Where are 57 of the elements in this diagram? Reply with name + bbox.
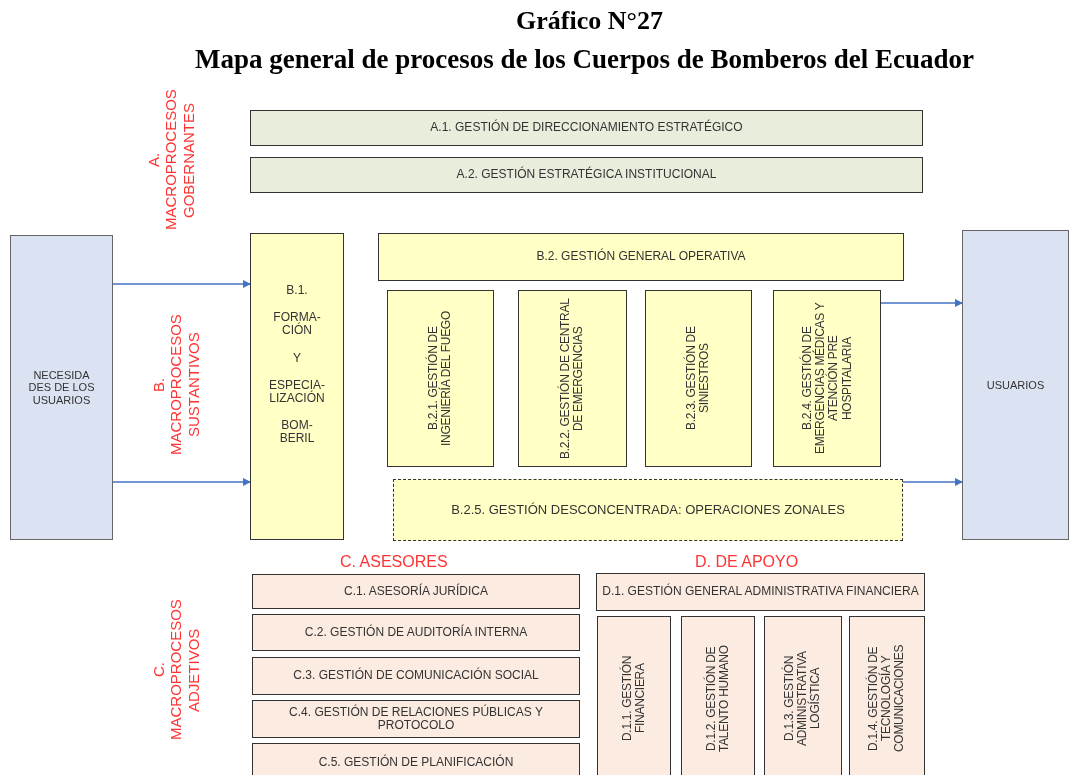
process-label: A.1. GESTIÓN DE DIRECCIONAMIENTO ESTRATÉGICO [430, 121, 743, 135]
process-label: C.5. GESTIÓN DE PLANIFICACIÓN [318, 756, 514, 770]
process-label: A.2. GESTIÓN ESTRATÉGICA INSTITUCIONAL [456, 168, 717, 182]
figure-number: Gráfico N°27 [515, 6, 664, 36]
process-label: C.2. GESTIÓN DE AUDITORÍA INTERNA [304, 625, 528, 640]
process-box [596, 573, 925, 611]
section-heading: A. MACROPROCESOS GOBERNANTES [145, 88, 197, 233]
process-box [645, 290, 752, 467]
section-heading: C. ASESORES [340, 553, 448, 571]
arrow [902, 478, 963, 486]
process-box [597, 616, 671, 775]
process-box [518, 290, 627, 467]
process-box [393, 479, 903, 541]
process-label: D.1.1. GESTIÓN FINANCIERA [620, 654, 648, 744]
diagram-title: Mapa general de procesos de los Cuerpos de Bomberos del Ecuador [194, 44, 975, 75]
section-heading: C. MACROPROCESOS ADJETIVOS [150, 598, 203, 743]
process-label: NECESIDA DES DE LOS USUARIOS [27, 369, 96, 406]
process-box [378, 233, 904, 281]
process-label: B.2.2. GESTIÓN DE CENTRAL DE EMERGENCIAS [559, 297, 586, 461]
process-box [252, 657, 580, 695]
process-box [849, 616, 925, 775]
process-label: C.3. GESTIÓN DE COMUNICACIÓN SOCIAL [293, 669, 539, 683]
process-label: B.2.4. GESTIÓN DE EMERGENCIAS MÉDICAS Y ATENCIÓN PRE HOSPITALARIA [800, 301, 854, 457]
arrow [880, 299, 963, 307]
process-label: D.1. GESTIÓN GENERAL ADMINISTRATIVA FINANCIERA [602, 585, 919, 599]
process-label: C.4. GESTIÓN DE RELACIONES PÚBLICAS Y PROTOCOLO [288, 705, 544, 733]
process-box [252, 743, 580, 775]
process-label: B.2.1. GESTIÓN DE INGENIERÍA DEL FUEGO [427, 310, 454, 448]
process-box [773, 290, 881, 467]
process-label: B.2.5. GESTIÓN DESCONCENTRADA: OPERACIONES ZONALES [450, 502, 846, 518]
process-label: D.1.4. GESTIÓN DE TECNOLOGÍA Y COMUNICACIONES [867, 643, 907, 755]
process-box [252, 700, 580, 738]
section-heading: B. MACROPROCESOS SUSTANTIVOS [150, 313, 203, 458]
process-box [252, 614, 580, 651]
process-label: BOM- BERIL [278, 419, 316, 446]
process-box [250, 233, 344, 540]
process-label: B.2.3. GESTIÓN DE SINIESTROS [685, 325, 712, 433]
process-label: ESPECIA- LIZACIÓN [268, 378, 326, 406]
arrow [112, 478, 251, 486]
process-box [681, 616, 755, 775]
process-label: Y [292, 351, 302, 365]
process-box [250, 110, 923, 146]
process-label: B.1. [285, 284, 309, 298]
process-box [252, 574, 580, 609]
section-heading: D. DE APOYO [695, 553, 799, 571]
process-label: D.1.3. GESTIÓN ADMINISTRATIVA LOGÍSTICA [783, 650, 823, 748]
process-label: D.1.2. GESTIÓN DE TALENTO HUMANO [704, 644, 732, 754]
process-label: C.1. ASESORÍA JURÍDICA [343, 584, 488, 599]
process-label: FORMA- CIÓN [272, 311, 322, 338]
arrow [112, 280, 251, 288]
process-label: B.2. GESTIÓN GENERAL OPERATIVA [536, 250, 746, 264]
process-box [387, 290, 494, 467]
process-box [764, 616, 842, 775]
process-label: USUARIOS [985, 378, 1046, 392]
process-box [962, 230, 1069, 540]
process-box [250, 157, 923, 193]
process-box [10, 235, 113, 540]
